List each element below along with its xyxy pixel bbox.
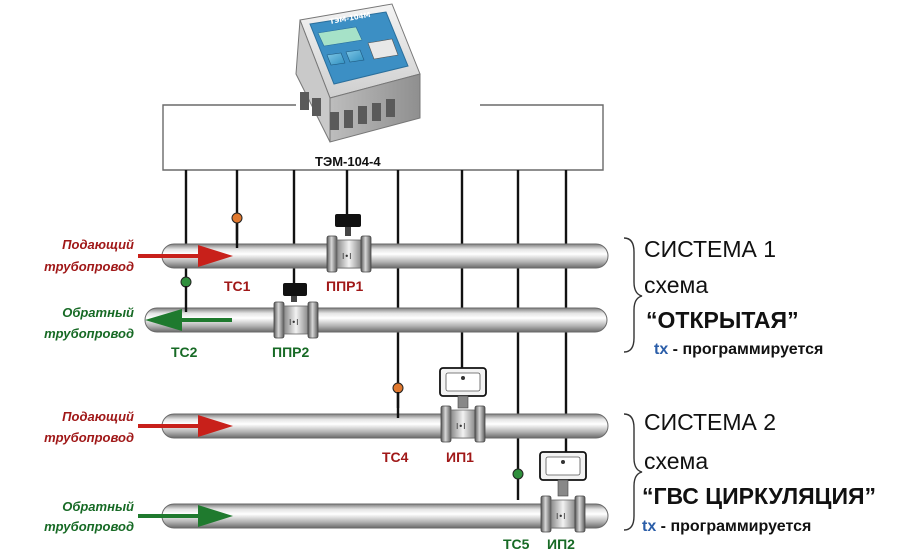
flowmeter-ip1: I•I [439,367,487,443]
system2-brace [623,413,643,531]
label-ip1: ИП1 [446,449,474,465]
supply-label-1-line2: трубопровод [44,259,134,274]
system2-scheme-label: схема [644,448,708,474]
svg-text:I•I: I•I [342,252,351,261]
supply-label-1-line1: Подающий [62,237,134,252]
flowmeter-ip2: I•I [539,451,587,533]
device-model-label: ТЭМ-104-4 [315,154,381,169]
system1-scheme-name: “ОТКРЫТАЯ” [646,307,799,333]
system1-scheme-label: схема [644,272,708,298]
return-label-1-line1: Обратный [62,305,134,320]
system1-brace [623,237,643,353]
return-label-2-line2: трубопровод [44,519,134,534]
system2-title: СИСТЕМА 2 [644,409,776,435]
system2-note-prefix: tx [642,518,656,535]
temp-sensor-tc2 [180,276,192,312]
svg-text:I•I: I•I [456,422,465,431]
return-pipe-system2 [138,503,609,529]
signal-lines [184,170,568,500]
system2-note-text: - программируется [656,518,811,535]
flowmeter-ppr1: I•I [326,214,372,273]
system1-note: tx - программируется [654,341,823,358]
return-label-2-line1: Обратный [62,499,134,514]
temp-sensor-tc1 [231,212,243,248]
label-ip2: ИП2 [547,536,575,552]
label-tc5: ТС5 [503,536,530,552]
flowmeter-ppr2: I•I [273,283,319,339]
label-ppr1: ППР1 [326,278,363,294]
label-tc2: ТС2 [171,344,198,360]
supply-pipe-system2 [138,413,609,439]
system2-block: СИСТЕМА 2 схема “ГВС ЦИРКУЛЯЦИЯ” tx - пр… [623,409,876,535]
label-ppr2: ППР2 [272,344,309,360]
return-pipe-system1 [144,307,608,333]
temp-sensor-tc4 [392,382,404,418]
system1-block: СИСТЕМА 1 схема “ОТКРЫТАЯ” tx - программ… [623,236,823,358]
system1-note-prefix: tx [654,341,668,358]
supply-label-2-line1: Подающий [62,409,134,424]
label-tc1: ТС1 [224,278,251,294]
system2-scheme-name: “ГВС ЦИРКУЛЯЦИЯ” [642,483,876,509]
system1-note-text: - программируется [668,341,823,358]
supply-label-2-line2: трубопровод [44,430,134,445]
svg-text:I•I: I•I [289,318,298,327]
system1-title: СИСТЕМА 1 [644,236,776,262]
svg-text:I•I: I•I [556,512,565,521]
cable-harness-outline [162,104,604,171]
label-tc4: ТС4 [382,449,409,465]
heat-meter-device: ТЭМ-104М [295,3,421,143]
system2-note: tx - программируется [642,518,811,535]
temp-sensor-tc5 [512,468,524,480]
supply-pipe-system1 [138,243,609,269]
return-label-1-line2: трубопровод [44,326,134,341]
